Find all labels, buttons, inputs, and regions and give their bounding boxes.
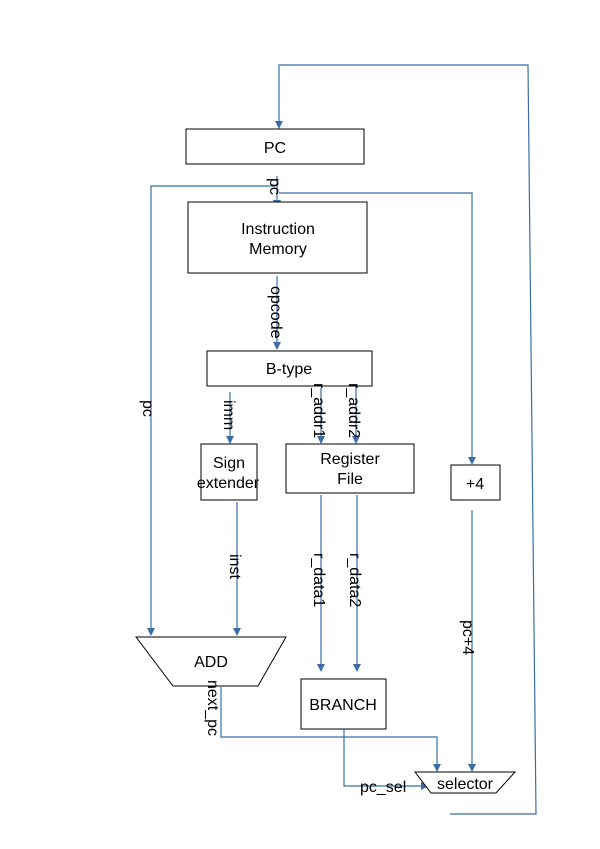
register-file-label-line1: Register [320, 451, 380, 468]
branch-label: BRANCH [309, 697, 377, 714]
add-block: ADD [134, 636, 287, 687]
signal-pc-sel: pc_sel [360, 779, 406, 796]
signal-r-addr1: r_addr1 [310, 383, 327, 438]
selector-block: selector [413, 771, 517, 794]
signal-pc-left: pc [139, 400, 156, 417]
register-file-label-line2: File [337, 471, 363, 488]
sign-extender-label-line2: extender [197, 475, 260, 492]
signal-imm: imm [220, 400, 237, 430]
signal-next-pc: next_pc [204, 680, 221, 736]
wire-next-pc [220, 687, 441, 772]
signal-pc-plus4: pc+4 [459, 620, 476, 655]
pc-block-label: PC [264, 140, 286, 157]
signal-r-data2: r_data2 [346, 553, 363, 607]
instruction-memory-label-line1: Instruction [241, 221, 315, 238]
register-file-block: Register File [285, 443, 415, 494]
signal-r-data1: r_data1 [310, 553, 327, 607]
btype-label: B-type [266, 361, 312, 378]
instruction-memory-block: Instruction Memory [187, 201, 368, 274]
signal-inst: inst [226, 554, 243, 579]
plus4-block: +4 [450, 464, 501, 501]
signal-opcode: opcode [267, 286, 284, 339]
btype-block: B-type [206, 350, 373, 387]
sign-extender-label-line1: Sign [213, 455, 245, 472]
sign-extender-block: Sign extender [197, 443, 260, 501]
wire-pc-sel [343, 729, 429, 790]
wire-feedback [275, 64, 537, 815]
selector-label: selector [437, 776, 494, 793]
branch-block: BRANCH [300, 678, 387, 730]
signal-pc-into-mem: pc [266, 178, 283, 195]
pc-block: PC [185, 128, 365, 165]
wire-pc-to-plus4 [279, 192, 476, 465]
wire-pc-to-add [147, 185, 275, 636]
signal-r-addr2: r_addr2 [345, 383, 362, 438]
instruction-memory-label-line2: Memory [249, 241, 307, 258]
plus4-label: +4 [466, 476, 484, 493]
add-label: ADD [194, 654, 228, 671]
